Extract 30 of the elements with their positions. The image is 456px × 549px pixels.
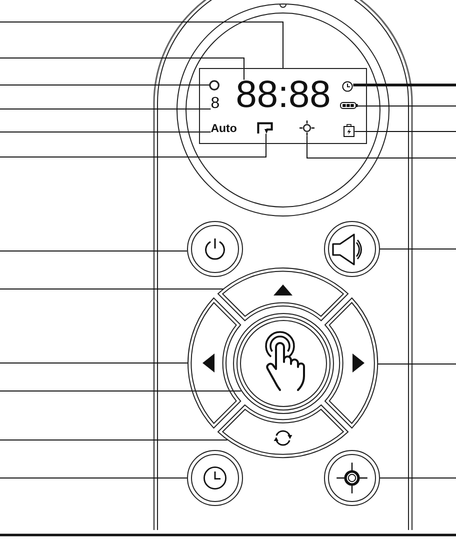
leader-line [353, 84, 456, 86]
leader-line [0, 250, 188, 252]
direction-button [216, 404, 349, 459]
lcd-time-digits: 88:88 [236, 80, 331, 110]
direction-button [216, 267, 349, 322]
ring-icon [209, 80, 220, 91]
round-button [324, 221, 380, 277]
lcd-digit: 8 [210, 98, 220, 110]
battery-charging-icon [342, 124, 355, 137]
lcd-mode-text: Auto [210, 124, 237, 136]
leader-line [380, 248, 456, 250]
crosshair-icon [298, 120, 315, 136]
corner-arrow-icon [256, 122, 273, 134]
battery-icon [340, 102, 358, 110]
round-button [232, 312, 334, 414]
round-button [187, 221, 243, 277]
leader-line [0, 84, 210, 86]
lcd-screen [199, 68, 367, 144]
leader-line [0, 362, 188, 364]
leader-line [0, 133, 266, 158]
direction-button [324, 296, 379, 429]
leader-line [0, 108, 212, 110]
round-button [187, 450, 243, 506]
leader-line [306, 135, 456, 158]
leader-line [0, 58, 244, 80]
round-button [324, 450, 380, 506]
leader-line [354, 131, 456, 132]
leader-line [0, 22, 284, 68]
clock-icon [342, 81, 354, 92]
direction-button [187, 296, 242, 429]
